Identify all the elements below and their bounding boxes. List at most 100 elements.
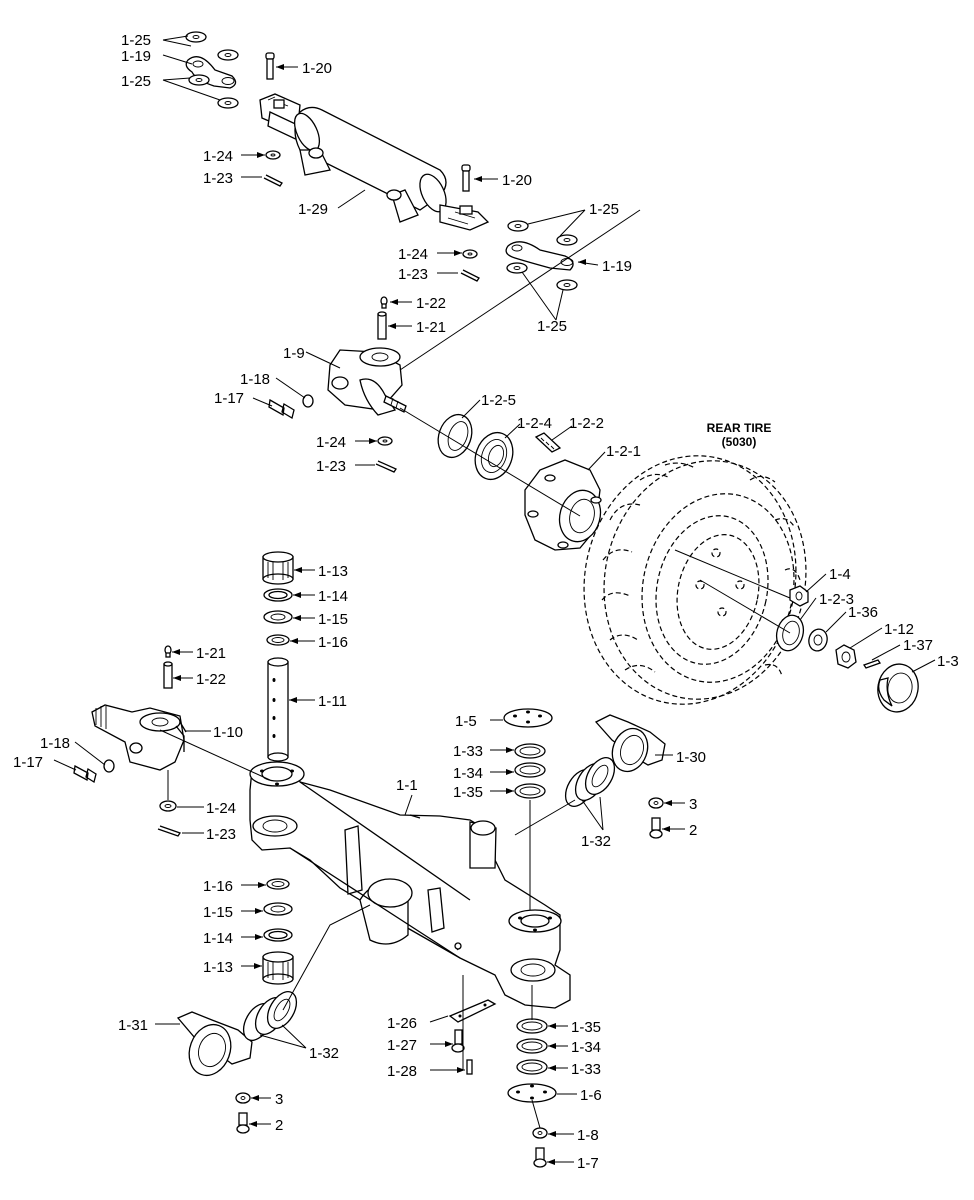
washer-1-24-c: [377, 436, 393, 446]
label-1-34: 1-34: [571, 1039, 601, 1056]
label-1-16: 1-16: [318, 634, 348, 651]
label-1-32: 1-32: [581, 833, 611, 850]
label-1-29: 1-29: [298, 201, 328, 218]
washer-1-24-d: [159, 800, 177, 812]
label-1-24: 1-24: [398, 246, 428, 263]
tire-code: (5030): [722, 435, 757, 449]
bearing-1-2-4: [474, 431, 514, 481]
label-2: 2: [689, 822, 697, 839]
label-1-36: 1-36: [848, 604, 878, 621]
bolt-1-7: [533, 1147, 547, 1168]
thrust-washer-1-15-lower: [263, 902, 293, 916]
label-1-23: 1-23: [203, 170, 233, 187]
pin-1-20-lower: [461, 164, 471, 192]
label-1-25: 1-25: [537, 318, 567, 335]
kingpin-1-11: [267, 657, 289, 762]
ring-1-35-upper: [514, 783, 546, 799]
ring-1-34-lower: [516, 1038, 548, 1054]
label-1-18: 1-18: [40, 735, 70, 752]
label-1-17: 1-17: [13, 754, 43, 771]
washer-1-24-b: [462, 249, 478, 259]
wheel-nut-1-4: [789, 585, 809, 607]
label-1-17: 1-17: [214, 390, 244, 407]
washer-3-left: [235, 1092, 251, 1104]
washer-1-36: [808, 628, 828, 652]
link-1-19-lower: [505, 220, 578, 291]
part-labels: REAR TIRE (5030) 1-25 1-19 1-25 1-20 1-2…: [13, 32, 959, 1172]
plate-1-26: [448, 999, 497, 1023]
label-1-20: 1-20: [502, 172, 532, 189]
steering-knuckle-1-9: [327, 347, 407, 416]
label-3: 3: [689, 796, 697, 813]
castle-nut-1-12: [835, 644, 857, 669]
cotter-pin-1-23-c: [375, 460, 397, 473]
label-1-5: 1-5: [455, 713, 477, 730]
label-1-14: 1-14: [318, 588, 348, 605]
label-1-31: 1-31: [118, 1017, 148, 1034]
label-1-2-3: 1-2-3: [819, 591, 854, 608]
label-1-32: 1-32: [309, 1045, 339, 1062]
cap-1-6: [507, 1083, 557, 1103]
axle-beam-1-1: [249, 761, 571, 1009]
label-3: 3: [275, 1091, 283, 1108]
hub-cap-1-3: [877, 663, 919, 713]
label-1-27: 1-27: [387, 1037, 417, 1054]
steering-cylinder-1-29: [259, 93, 490, 231]
label-1-20: 1-20: [302, 60, 332, 77]
label-1-33: 1-33: [453, 743, 483, 760]
bolt-1-17-lower: [73, 764, 97, 784]
label-1-23: 1-23: [316, 458, 346, 475]
hub-bolt-1-2-2: [534, 432, 562, 453]
cotter-pin-1-23-a: [263, 174, 283, 187]
ring-1-34-upper: [514, 762, 546, 778]
tire-label: REAR TIRE: [707, 421, 772, 435]
label-1-33: 1-33: [571, 1061, 601, 1078]
bracket-1-31: [176, 1011, 253, 1077]
ring-1-33-upper: [514, 743, 546, 759]
label-1-2-5: 1-2-5: [481, 392, 516, 409]
cap-1-5: [503, 708, 553, 728]
label-1-1: 1-1: [396, 777, 418, 794]
ring-1-35-lower: [516, 1018, 548, 1034]
label-1-16: 1-16: [203, 878, 233, 895]
label-1-14: 1-14: [203, 930, 233, 947]
bushing-1-32-left: [242, 991, 298, 1041]
label-1-13: 1-13: [203, 959, 233, 976]
label-1-23: 1-23: [398, 266, 428, 283]
steering-knuckle-1-10: [91, 704, 187, 771]
bolt-1-17-upper: [268, 398, 295, 420]
label-1-8: 1-8: [577, 1127, 599, 1144]
label-1-3: 1-3: [937, 653, 959, 670]
label-1-15: 1-15: [203, 904, 233, 921]
knuckle-pin-1-22-lower: [163, 661, 173, 689]
cotter-pin-1-23-d: [157, 825, 182, 837]
washer-1-24-a: [265, 150, 281, 160]
cotter-pin-1-23-b: [460, 269, 480, 282]
label-1-2-1: 1-2-1: [606, 443, 641, 460]
label-1-2-2: 1-2-2: [569, 415, 604, 432]
needle-bearing-1-13-upper: [262, 551, 294, 585]
pin-1-28: [466, 1059, 473, 1075]
grease-nipple-1-22-upper: [380, 296, 388, 309]
label-1-19: 1-19: [602, 258, 632, 275]
cotter-pin-1-37: [862, 659, 882, 669]
washer-1-8: [532, 1127, 548, 1139]
label-1-34: 1-34: [453, 765, 483, 782]
label-1-18: 1-18: [240, 371, 270, 388]
rear-tire: [583, 455, 807, 705]
label-1-7: 1-7: [577, 1155, 599, 1172]
arrowheads: [172, 64, 672, 1165]
label-1-25: 1-25: [121, 73, 151, 90]
label-1-21: 1-21: [416, 319, 446, 336]
needle-bearing-1-13-lower: [262, 951, 294, 985]
label-1-26: 1-26: [387, 1015, 417, 1032]
washer-1-18-upper: [302, 394, 314, 408]
link-1-19-upper: [185, 31, 239, 109]
label-1-19: 1-19: [121, 48, 151, 65]
label-1-23: 1-23: [206, 826, 236, 843]
label-1-2-4: 1-2-4: [517, 415, 552, 432]
bracket-1-30: [594, 714, 666, 773]
thrust-washer-1-15-upper: [263, 610, 293, 624]
label-1-24: 1-24: [203, 148, 233, 165]
seal-1-14-upper: [263, 588, 293, 602]
